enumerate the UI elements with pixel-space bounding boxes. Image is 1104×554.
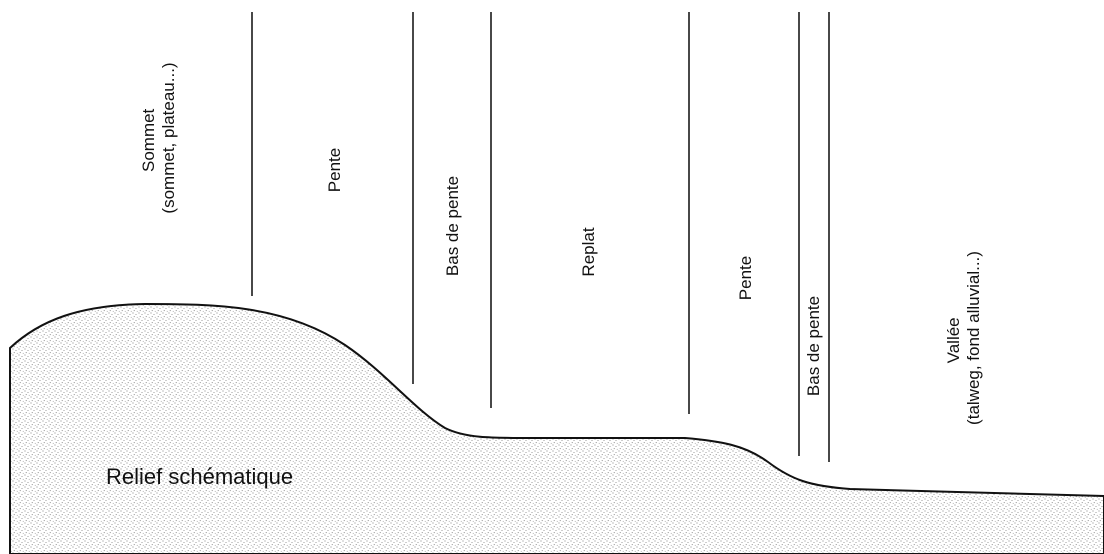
zone-label-sommet: Sommet (sommet, plateau...) <box>139 62 178 213</box>
zone-label-line: Replat <box>579 227 598 276</box>
zone-label-vallee: Vallée (talweg, fond alluvial...) <box>944 251 983 425</box>
zone-label-bas-de-pente-1: Bas de pente <box>443 176 462 276</box>
terrain-profile <box>9 302 1104 554</box>
zone-label-line: Pente <box>736 256 755 300</box>
zone-label-line: Pente <box>325 148 344 192</box>
relief-label: Relief schématique <box>106 464 293 489</box>
zone-label-pente-1: Pente <box>325 148 344 192</box>
zone-label-bas-de-pente-2: Bas de pente <box>804 296 823 396</box>
zone-label-line: Sommet <box>139 108 158 172</box>
zone-label-line: (sommet, plateau...) <box>159 62 178 213</box>
zone-label-line: Vallée <box>944 317 963 363</box>
zone-label-replat: Replat <box>579 227 598 276</box>
zone-label-line: Bas de pente <box>443 176 462 276</box>
zone-label-pente-2: Pente <box>736 256 755 300</box>
zone-label-line: (talweg, fond alluvial...) <box>964 251 983 425</box>
zone-label-line: Bas de pente <box>804 296 823 396</box>
